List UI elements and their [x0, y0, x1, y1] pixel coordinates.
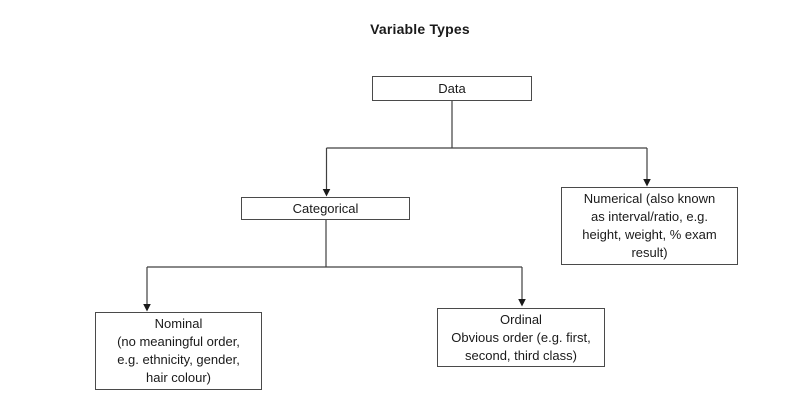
- node-categorical-label: Categorical: [292, 200, 359, 216]
- arrowhead-ordinal: [518, 299, 526, 307]
- node-nominal-line-3: e.g. ethnicity, gender,: [117, 352, 240, 367]
- arrowhead-numerical: [643, 179, 651, 187]
- node-categorical: Categorical: [241, 197, 410, 220]
- node-nominal-line-2: (no meaningful order,: [117, 334, 240, 349]
- node-ordinal-line-1: Ordinal: [500, 311, 542, 327]
- node-ordinal-line-3: second, third class): [465, 347, 577, 363]
- node-ordinal-line-2: Obvious order (e.g. first,: [451, 329, 591, 345]
- arrowhead-nominal: [143, 304, 151, 312]
- node-numerical-line-4: result): [631, 245, 668, 260]
- node-numerical-line-1: Numerical (also known: [583, 191, 716, 206]
- node-nominal-line-4: hair colour): [145, 370, 212, 385]
- node-data: Data: [372, 76, 532, 101]
- node-numerical-line-3: height, weight, % exam: [582, 227, 717, 242]
- node-ordinal: Ordinal Obvious order (e.g. first, secon…: [437, 308, 605, 367]
- arrowhead-categorical: [322, 189, 331, 197]
- node-data-label: Data: [438, 80, 466, 96]
- node-nominal-line-1: Nominal: [154, 316, 203, 331]
- diagram-title: Variable Types: [370, 21, 470, 37]
- node-nominal: Nominal (no meaningful order, e.g. ethni…: [95, 312, 262, 390]
- node-numerical-line-2: as interval/ratio, e.g.: [590, 209, 709, 224]
- node-numerical: Numerical (also known as interval/ratio,…: [561, 187, 738, 265]
